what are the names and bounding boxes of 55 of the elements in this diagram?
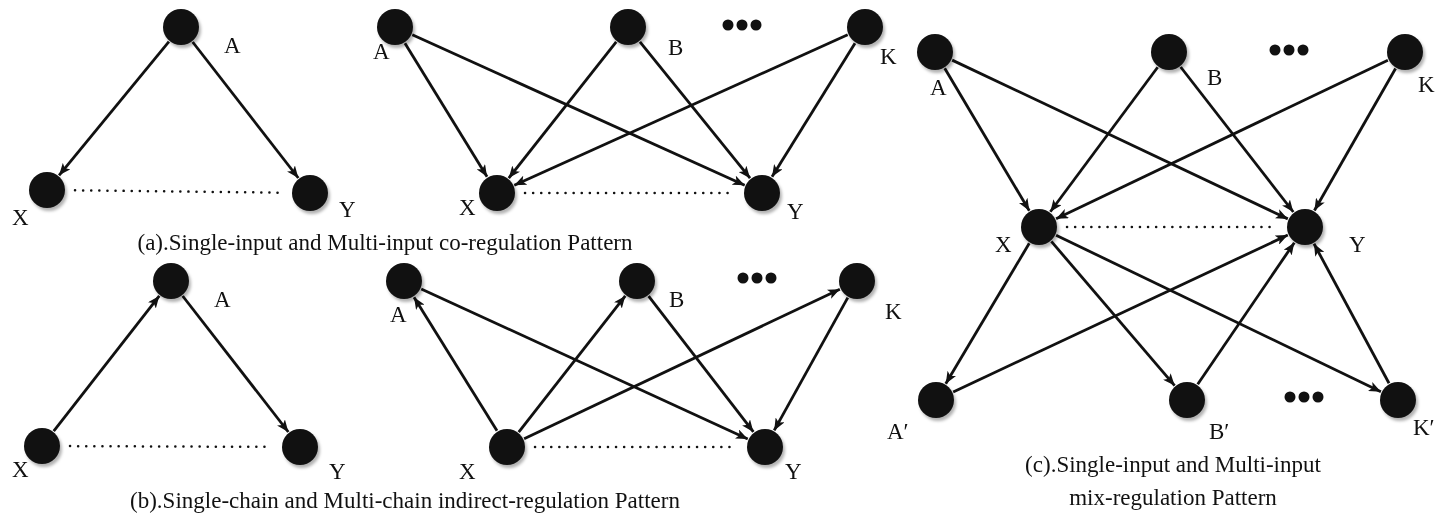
arrow	[513, 33, 849, 187]
node-label: K	[1418, 73, 1435, 96]
arrow	[191, 41, 300, 179]
node-label: X	[995, 233, 1012, 256]
arrow	[952, 233, 1289, 394]
node-label: A	[930, 76, 947, 99]
node-label: Y	[785, 460, 802, 483]
arrow	[1055, 234, 1382, 393]
node-label: K	[885, 300, 902, 323]
arrow	[1312, 243, 1391, 384]
caption: (c).Single-input and Multi-input mix-regulation Pattern	[1024, 451, 1322, 513]
node-label: K′	[1413, 416, 1435, 439]
arrow	[770, 42, 857, 178]
arrow	[773, 296, 849, 432]
arrow	[58, 40, 170, 177]
arrow	[1055, 58, 1389, 221]
node-label: Y	[1349, 233, 1366, 256]
node-label: A	[390, 303, 407, 326]
arrow	[1313, 67, 1397, 212]
node-label: Y	[787, 200, 804, 223]
arrow	[638, 40, 752, 180]
arrow	[507, 41, 618, 179]
arrow	[1050, 240, 1176, 387]
node-label: B	[669, 288, 685, 311]
arrow	[1179, 66, 1295, 213]
arrow	[517, 295, 627, 433]
node-label: B	[668, 36, 684, 59]
node-label: X	[459, 460, 476, 483]
arrow	[1049, 66, 1159, 213]
node-label: A	[224, 34, 241, 57]
node-label: X	[459, 196, 476, 219]
node-label: Y	[329, 460, 346, 483]
arrow	[412, 296, 499, 432]
node-label: K	[880, 45, 897, 68]
node-label: X	[12, 206, 29, 229]
arrow	[1196, 241, 1296, 386]
arrow	[944, 242, 1031, 385]
node-label: B′	[1209, 420, 1230, 443]
node-label: A	[373, 40, 390, 63]
arrow	[943, 67, 1031, 212]
caption: (b).Single-chain and Multi-chain indirect-regulation Pattern	[129, 487, 681, 515]
arrow	[647, 295, 755, 433]
arrow	[523, 287, 841, 441]
arrow	[411, 33, 746, 187]
node-label: B	[1207, 66, 1223, 89]
node-label: A′	[887, 420, 909, 443]
arrow	[951, 58, 1289, 221]
node-label: Y	[339, 198, 356, 221]
arrow	[420, 287, 749, 441]
arrow	[52, 295, 161, 432]
caption: (a).Single-input and Multi-input co-regulation Pattern	[136, 229, 634, 257]
node-label: X	[12, 458, 29, 481]
node-label: A	[214, 288, 231, 311]
arrow	[403, 42, 489, 178]
arrow	[181, 295, 290, 433]
